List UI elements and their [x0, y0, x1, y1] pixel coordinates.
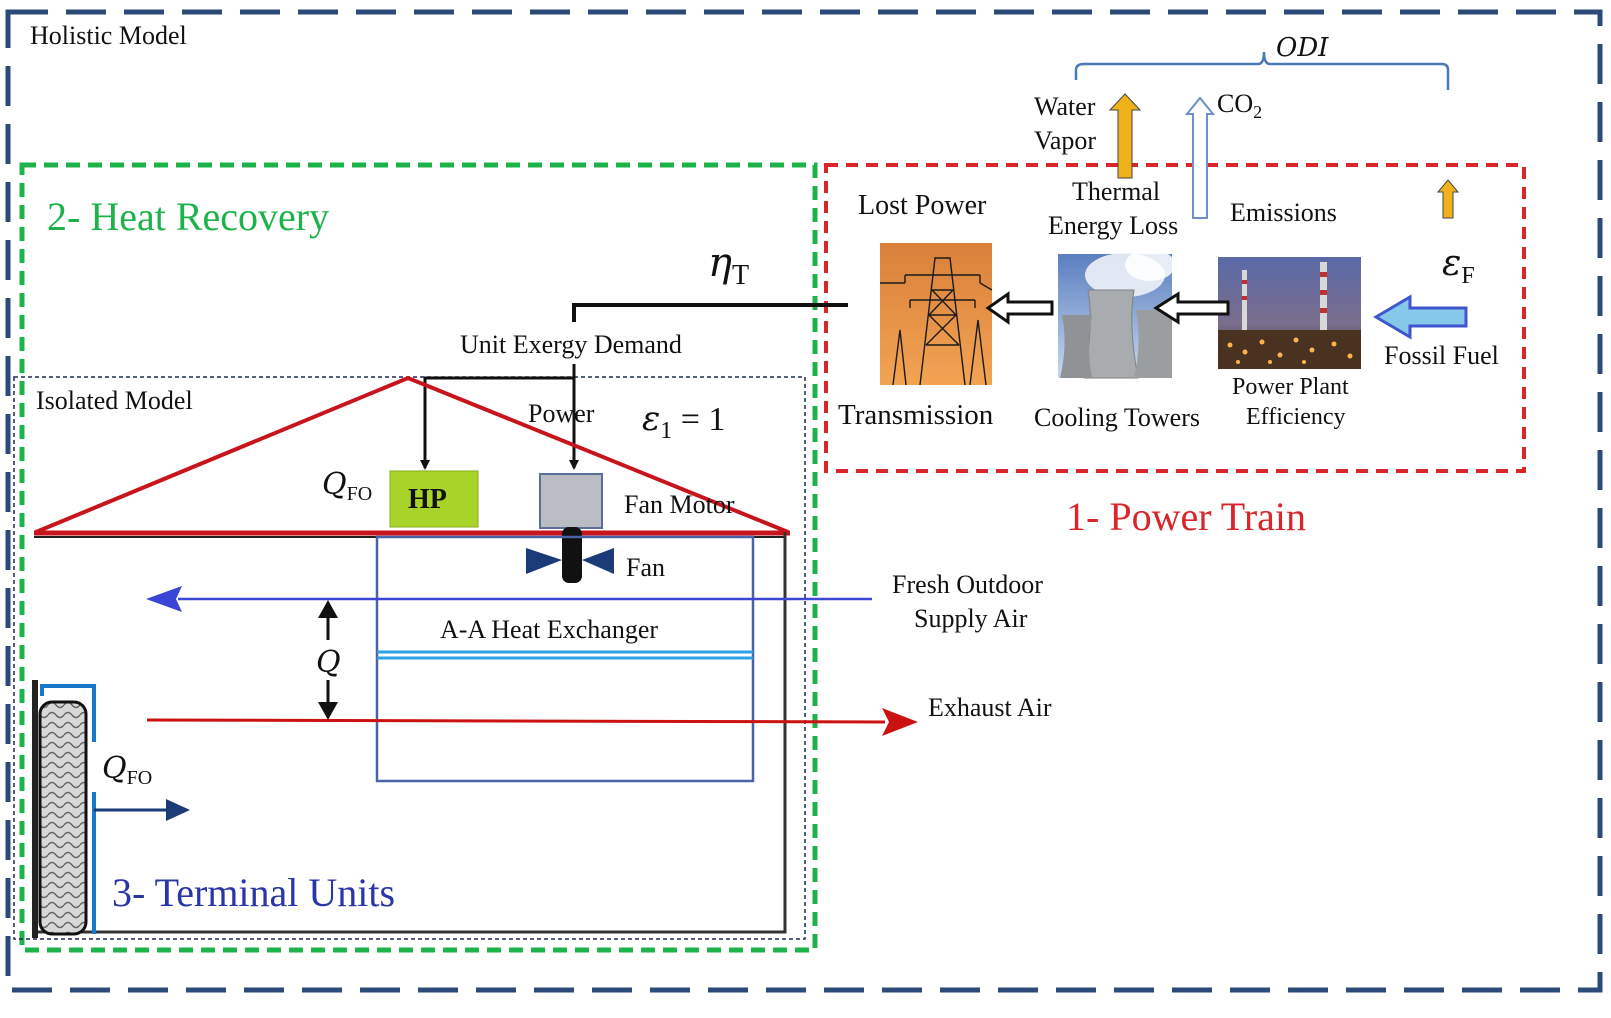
power-plant-label-line1: Power Plant — [1232, 374, 1349, 400]
heat-exchanger-label: A-A Heat Exchanger — [440, 615, 658, 644]
qfo-terminal-arrowhead — [166, 799, 190, 821]
thermal-energy-loss-line1: Thermal — [1072, 177, 1160, 206]
exhaust-air-line — [146, 718, 886, 724]
co2-base: CO — [1217, 89, 1253, 118]
fresh-supply-air-arrowhead — [146, 586, 182, 612]
eta-subscript: T — [732, 260, 749, 291]
eta-t-label: ηT — [708, 240, 749, 291]
fresh-air-label-line1: Fresh Outdoor — [892, 570, 1043, 599]
qfo-hp-label: QFO — [322, 467, 372, 505]
co2-label: CO2 — [1217, 89, 1262, 122]
exhaust-air-arrowhead — [882, 708, 918, 736]
q-label: Q — [316, 645, 341, 680]
house-body — [34, 532, 787, 934]
co2-subscript: 2 — [1253, 102, 1262, 122]
transmission-label: Transmission — [838, 399, 994, 431]
odi-label: ODI — [1276, 33, 1329, 63]
eps-f-subscript: F — [1461, 263, 1474, 289]
eps1-label: ε1 = 1 — [642, 399, 725, 444]
fan-motor-box[interactable] — [539, 473, 603, 529]
eps1-equals: = 1 — [672, 401, 725, 438]
isolated-model-label: Isolated Model — [36, 386, 193, 415]
holistic-model-border — [5, 9, 1603, 993]
qfo-terminal-subscript: FO — [127, 767, 153, 789]
house-roof — [35, 375, 789, 534]
power-supply-line — [572, 303, 848, 322]
fan-motor-label: Fan Motor — [624, 490, 735, 519]
odi-bracket — [1074, 51, 1450, 90]
fossil-fuel-label: Fossil Fuel — [1384, 341, 1499, 370]
eps-f-base: ε — [1442, 243, 1461, 284]
fuel-emission-arrow — [1436, 179, 1460, 219]
fresh-air-label-line2: Supply Air — [914, 604, 1028, 633]
power-train-border — [824, 163, 1526, 473]
fan-icon[interactable] — [526, 527, 614, 583]
exhaust-air-label: Exhaust Air — [928, 693, 1052, 722]
heat-recovery-border — [19, 162, 818, 953]
qfo-hp-base: Q — [322, 467, 347, 502]
q-double-arrow — [318, 600, 338, 720]
eps-f-label: εF — [1442, 243, 1475, 289]
water-vapor-arrow — [1108, 93, 1142, 179]
water-vapor-label-line2: Vapor — [1034, 126, 1096, 155]
terminal-units-label: 3- Terminal Units — [112, 870, 395, 915]
heat-recovery-label: 2- Heat Recovery — [47, 194, 329, 239]
holistic-model-label: Holistic Model — [30, 21, 187, 50]
cooling-towers-label: Cooling Towers — [1034, 403, 1200, 432]
fossil-fuel-arrow — [1373, 294, 1468, 340]
power-plant-to-cooling-arrow — [1153, 291, 1230, 325]
qfo-terminal-label: QFO — [102, 751, 152, 789]
lost-power-label: Lost Power — [858, 190, 987, 221]
cooling-to-transmission-arrow — [985, 291, 1054, 325]
power-train-label: 1- Power Train — [1066, 494, 1306, 539]
co2-arrow — [1184, 96, 1216, 219]
power-plant-icon — [1218, 257, 1361, 369]
qfo-terminal-base: Q — [102, 751, 127, 786]
heat-pump-box[interactable] — [389, 470, 479, 528]
emissions-label: Emissions — [1230, 198, 1337, 227]
radiator-icon[interactable] — [32, 680, 96, 938]
cooling-tower-icon — [1058, 249, 1175, 379]
eps1-subscript: 1 — [660, 418, 672, 444]
eps1-base: ε — [642, 399, 660, 439]
water-vapor-label-line1: Water — [1034, 92, 1096, 121]
qfo-hp-subscript: FO — [347, 483, 373, 505]
power-label: Power — [528, 399, 595, 428]
transmission-tower-icon — [880, 243, 993, 386]
thermal-energy-loss-line2: Energy Loss — [1048, 211, 1178, 240]
power-to-hp-line — [420, 376, 574, 470]
heat-pump-label: HP — [408, 484, 447, 515]
fan-label: Fan — [626, 553, 665, 582]
eta-base: η — [708, 240, 732, 286]
unit-exergy-demand-label: Unit Exergy Demand — [460, 330, 682, 359]
power-plant-label-line2: Efficiency — [1246, 404, 1346, 430]
